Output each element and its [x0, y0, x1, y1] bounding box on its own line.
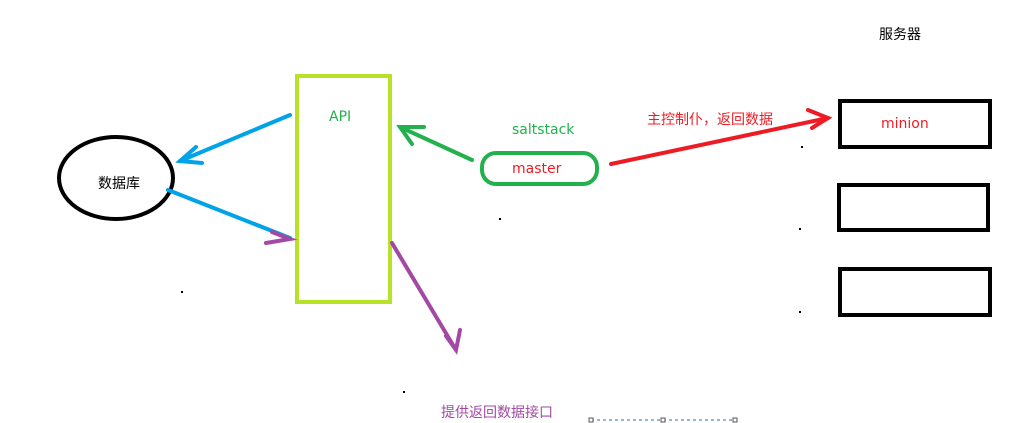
- master-label: master: [512, 161, 562, 177]
- minion-label: minion: [881, 116, 929, 132]
- api-box: [295, 74, 392, 304]
- master-box: [480, 151, 599, 186]
- server-title: 服务器: [879, 27, 921, 43]
- control-label: 主控制仆，返回数据: [647, 112, 773, 128]
- server-box-3: [838, 267, 992, 317]
- server-box-2: [837, 183, 990, 232]
- api-label: API: [329, 109, 352, 125]
- api-to-interface-arrow: [390, 241, 462, 355]
- stray-dots: [181, 146, 803, 393]
- database-ellipse: [57, 135, 175, 221]
- database-to-api-line: [166, 188, 292, 240]
- master-to-minion-arrow: [609, 108, 833, 166]
- api-to-database-arrow: [175, 113, 292, 165]
- master-to-api-arrow: [396, 125, 474, 162]
- saltstack-label: saltstack: [512, 122, 575, 138]
- database-label: 数据库: [98, 176, 140, 192]
- purple-arrowhead-api: [264, 230, 298, 245]
- interface-label: 提供返回数据接口: [441, 405, 553, 421]
- server-box-minion: [838, 99, 992, 149]
- selection-dashed-line: [588, 417, 738, 423]
